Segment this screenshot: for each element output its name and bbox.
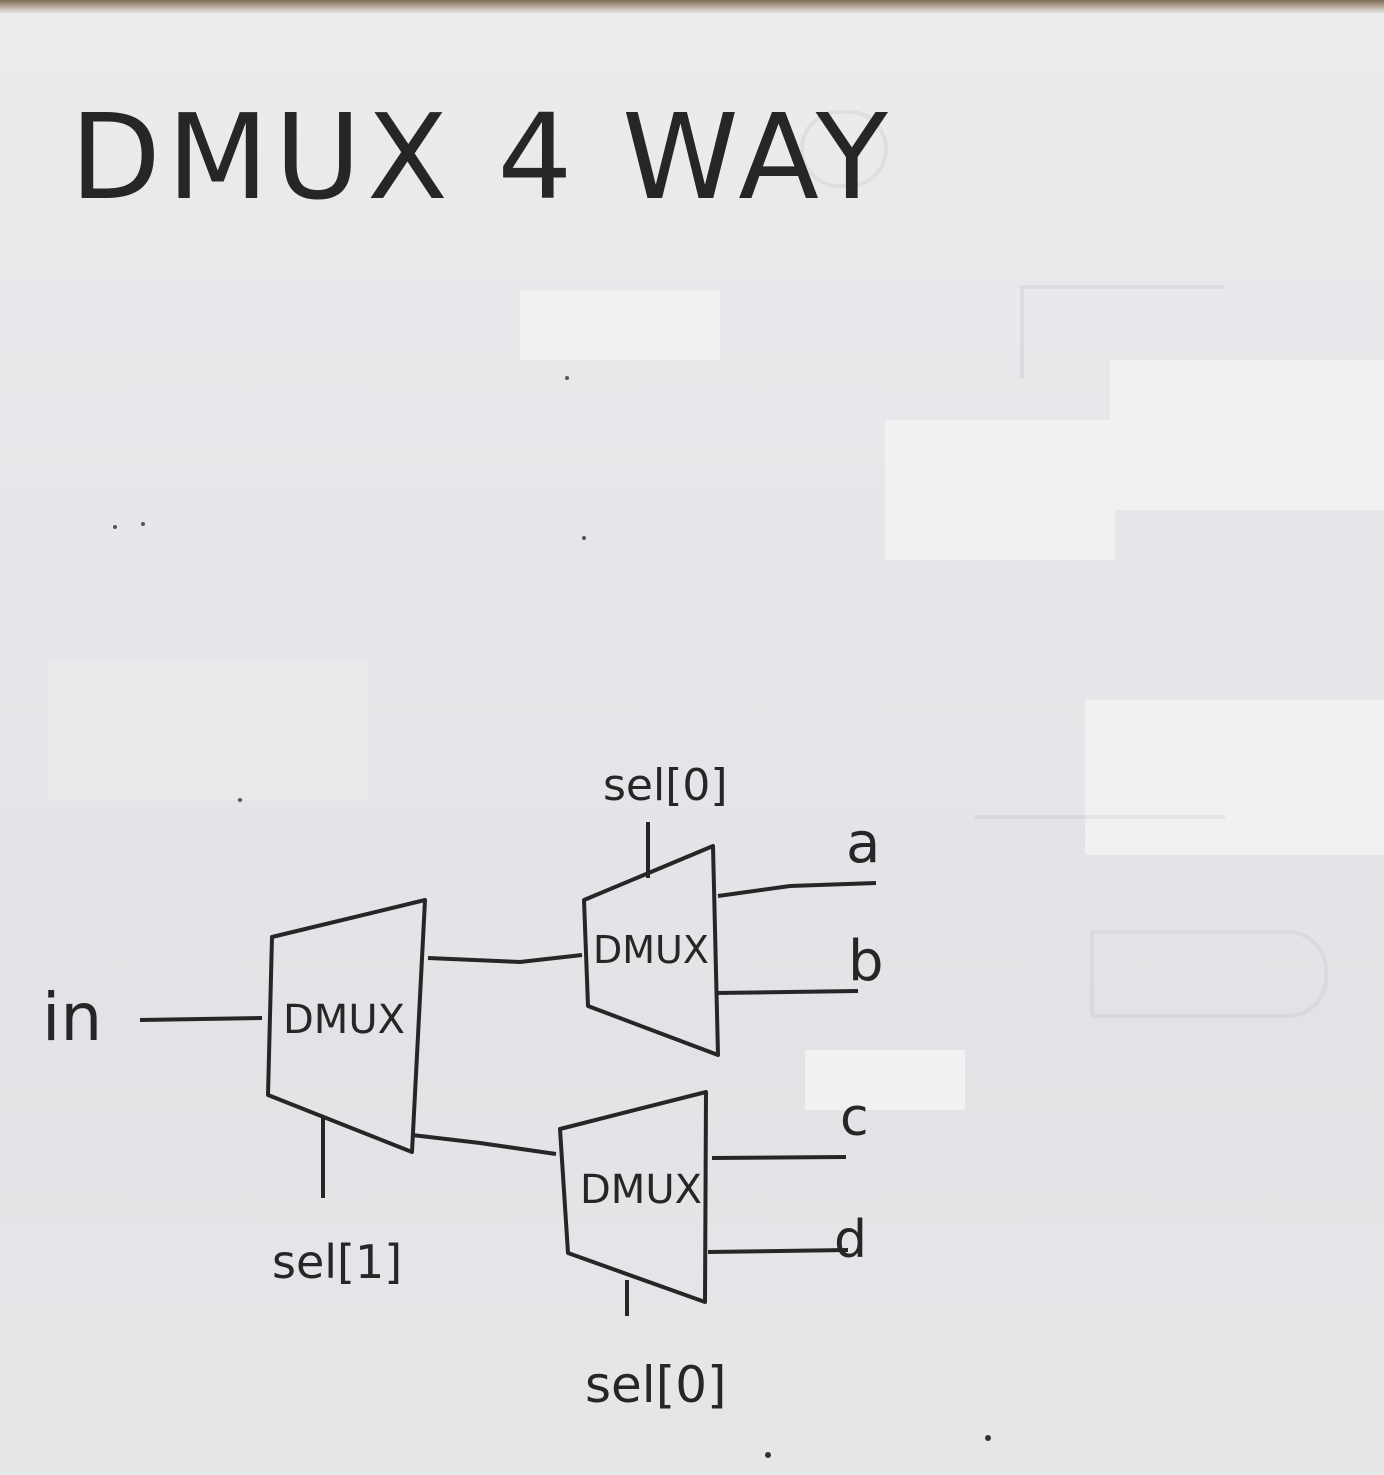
eraser-patch <box>805 1050 965 1110</box>
output-wire-b <box>715 989 859 995</box>
output-label-a: a <box>846 811 880 876</box>
eraser-patch <box>1110 360 1384 510</box>
select-label-upper: sel[0] <box>603 760 728 811</box>
output-wire-c <box>711 1155 847 1160</box>
pencil-dot <box>141 522 145 526</box>
pencil-dot <box>565 376 569 380</box>
dmux-label-lower: DMUX <box>580 1167 702 1213</box>
pencil-dot <box>582 536 586 540</box>
dmux-block-upper <box>582 844 720 1057</box>
dmux-label-first: DMUX <box>283 997 405 1043</box>
output-wire-d <box>707 1248 849 1254</box>
output-label-b: b <box>848 929 884 994</box>
pencil-dot <box>985 1435 991 1441</box>
eraser-patch <box>1085 700 1384 855</box>
wire-first-to-upper <box>427 953 583 965</box>
diagram-title: DMUX 4 WAY <box>70 88 894 226</box>
dmux-block-first <box>266 898 427 1154</box>
show-through-mark <box>975 815 1225 899</box>
pencil-dot <box>238 798 242 802</box>
input-label: in <box>42 979 102 1056</box>
select-label-first: sel[1] <box>272 1235 402 1289</box>
output-label-c: c <box>840 1088 869 1148</box>
eraser-patch <box>520 290 720 360</box>
input-wire <box>139 1016 263 1022</box>
select-label-lower: sel[0] <box>585 1356 727 1414</box>
eraser-patch <box>885 420 1115 560</box>
paper-top-edge <box>0 0 1384 14</box>
show-through-mark <box>1090 930 1328 1018</box>
pencil-dot <box>765 1452 771 1458</box>
show-through-mark <box>800 110 888 188</box>
eraser-patch <box>48 660 368 800</box>
dmux-label-upper: DMUX <box>593 928 709 972</box>
dmux-block-lower <box>558 1090 708 1304</box>
pencil-dot <box>113 525 117 529</box>
show-through-mark <box>1020 285 1224 379</box>
output-wire-a <box>717 881 877 898</box>
wire-first-to-lower <box>411 1133 557 1156</box>
output-label-d: d <box>834 1210 867 1270</box>
